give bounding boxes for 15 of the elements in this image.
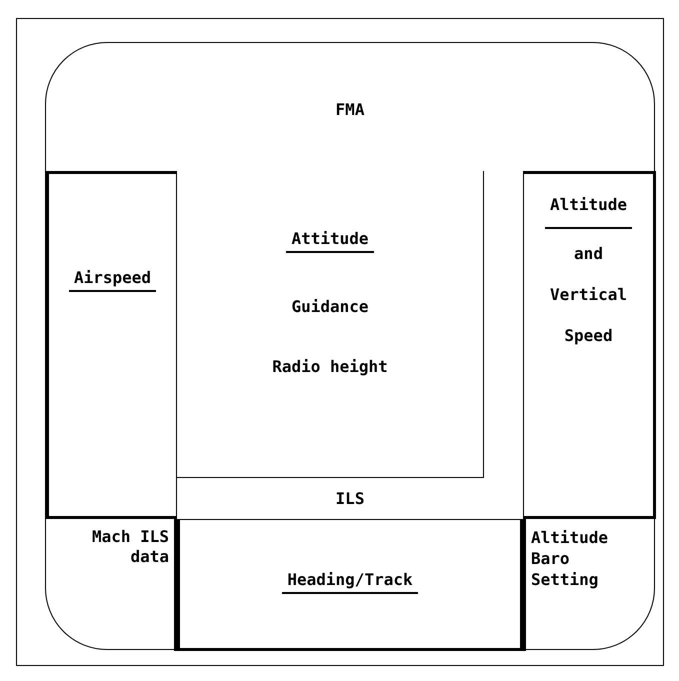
display-region <box>523 171 656 519</box>
region-label: Altitude Baro Setting <box>530 527 610 590</box>
region-label: Guidance <box>290 297 370 317</box>
region-label: Heading/Track <box>282 570 418 594</box>
region-label: FMA <box>334 100 366 120</box>
region-label: ILS <box>334 488 366 508</box>
region-label: and Vertical Speed <box>548 243 628 347</box>
display-region <box>46 171 177 519</box>
region-label: Airspeed <box>68 268 156 292</box>
region-label: Mach ILS data <box>90 527 170 567</box>
region-label: Altitude <box>544 184 632 229</box>
display-region <box>177 171 484 478</box>
display-region <box>177 519 523 651</box>
region-label: Radio height <box>271 357 389 377</box>
region-label: Attitude <box>286 229 374 253</box>
